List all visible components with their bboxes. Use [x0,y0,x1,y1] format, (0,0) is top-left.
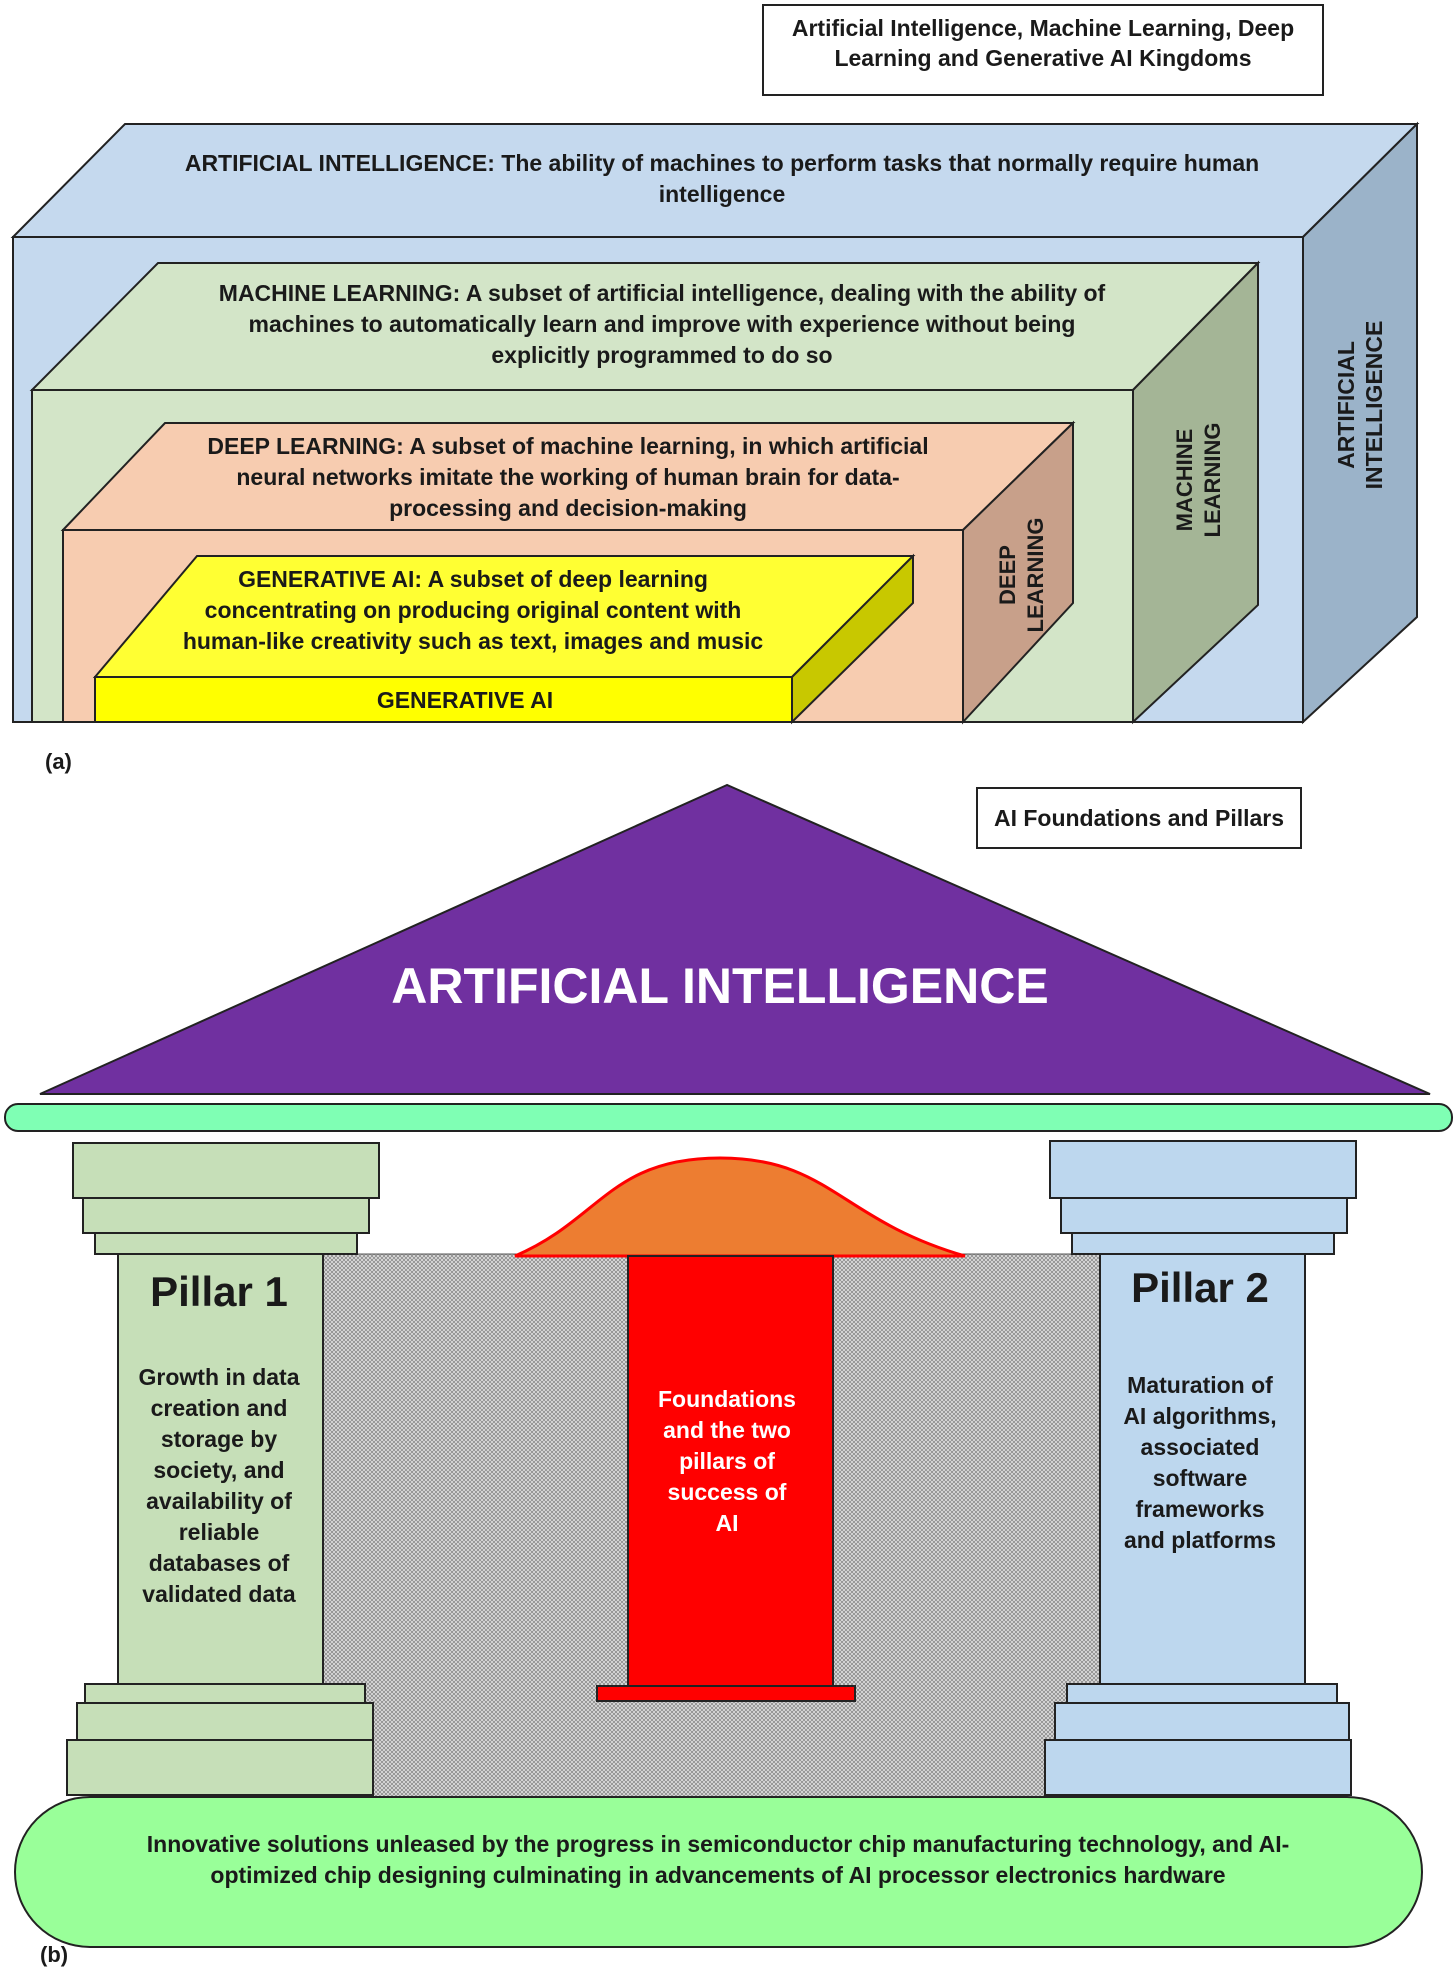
dl-side-label: DEEP LEARNING [995,518,1048,633]
pillar-2-line-5: and platforms [1124,1527,1276,1553]
pillar-1-line-2: storage by [161,1426,278,1452]
genai-box: GENERATIVE AI: A subset of deep learning… [92,553,916,725]
ai-box-side [1302,121,1418,725]
panel-b-label: (b) [40,1942,68,1967]
pillar-1-shaft [117,1253,324,1685]
ml-side-label: MACHINE LEARNING [1172,423,1225,538]
pillar-1: Pillar 1 Growth in data creation and sto… [66,1142,380,1796]
pillar-1-capital-top [72,1142,380,1199]
foundation-line2: optimized chip designing culminating in … [210,1862,1225,1888]
pillar-2-capital-bottom [1071,1232,1335,1255]
pillar-1-capital-mid [82,1197,370,1234]
genai-top-line2: concentrating on producing original cont… [205,597,742,623]
dl-top-line2: neural networks imitate the working of h… [236,464,899,490]
center-column-base [596,1685,856,1702]
pillar-2-line-3: software [1153,1465,1248,1491]
foundation-base [14,1796,1423,1948]
dl-top-line1: DEEP LEARNING: A subset of machine learn… [207,433,928,459]
pillar-2-base-mid [1054,1702,1350,1741]
pillar-1-base-top [84,1683,366,1704]
pillar-2-line-0: Maturation of [1127,1372,1273,1398]
panel-a: Artificial Intelligence, Machine Learnin… [10,4,1420,774]
foundation-line1: Innovative solutions unleased by the pro… [147,1831,1290,1857]
panel-a-title-line1: Artificial Intelligence, Machine Learnin… [792,15,1294,41]
ai-side-label: ARTIFICIAL INTELLIGENCE [1333,321,1387,490]
ai-top-line1: ARTIFICIAL INTELLIGENCE: The ability of … [185,150,1259,176]
pillar-2-base-bottom [1044,1739,1352,1796]
ai-side-line1: ARTIFICIAL [1333,341,1359,469]
center-line-0: Foundations [658,1386,796,1412]
pillar-1-line-1: creation and [151,1395,288,1421]
genai-box-side [791,553,914,725]
ml-side-line2: LEARNING [1200,423,1225,538]
pillar-1-line-7: validated data [142,1581,296,1607]
pillar-2-line-1: AI algorithms, [1123,1403,1276,1429]
ml-top-line2: machines to automatically learn and impr… [249,311,1076,337]
center-line-1: and the two [663,1417,791,1443]
pillar-1-line-5: reliable [179,1519,260,1545]
panel-b-title-box [976,787,1302,849]
center-column [627,1255,834,1687]
pillar-2-shaft [1099,1253,1306,1685]
pillar-2: Pillar 2 Maturation of AI algorithms, as… [1044,1140,1357,1796]
genai-top-line3: human-like creativity such as text, imag… [183,628,764,654]
dl-box-side [962,420,1074,725]
pillar-2-base-top [1066,1683,1338,1704]
roof-beam [4,1103,1453,1132]
dl-side-line1: DEEP [995,545,1020,605]
panel-a-title-line2: Learning and Generative AI Kingdoms [834,45,1251,71]
ml-box-side [1132,260,1259,725]
center-line-3: success of [668,1479,787,1505]
center-line-4: AI [716,1510,739,1536]
ml-top-line3: explicitly programmed to do so [491,342,832,368]
genai-front-label: GENERATIVE AI [377,687,553,713]
center-line-2: pillars of [679,1448,775,1474]
pillar-1-capital-bottom [94,1232,358,1255]
dl-top-line3: processing and decision-making [389,495,747,521]
pillar-2-heading: Pillar 2 [1131,1264,1269,1311]
pillar-1-heading: Pillar 1 [150,1268,288,1315]
bell-curve [514,1156,966,1258]
pillar-1-base-mid [76,1702,374,1741]
roof-text: ARTIFICIAL INTELLIGENCE [391,958,1048,1014]
ai-side-line2: INTELLIGENCE [1361,321,1387,490]
roof-triangle [39,783,1431,1095]
pillar-2-line-4: frameworks [1135,1496,1264,1522]
pillar-1-line-0: Growth in data [139,1364,300,1390]
ml-top-line1: MACHINE LEARNING: A subset of artificial… [219,280,1106,306]
pillar-1-line-6: databases of [149,1550,290,1576]
panel-b: AI Foundations and Pillars ARTIFICIAL IN… [4,783,1453,1967]
pillar-1-line-3: society, and [153,1457,284,1483]
pillar-2-line-2: associated [1141,1434,1260,1460]
pillar-1-base-bottom [66,1739,374,1796]
dl-side-line2: LEARNING [1023,518,1048,633]
panel-a-title-box [762,4,1324,96]
pillar-2-capital-mid [1060,1197,1348,1234]
genai-top-line1: GENERATIVE AI: A subset of deep learning [238,566,708,592]
ml-side-line1: MACHINE [1172,429,1197,532]
pillar-1-line-4: availability of [146,1488,292,1514]
panel-b-title: AI Foundations and Pillars [994,805,1284,831]
ai-top-line2: intelligence [659,181,786,207]
panel-a-label: (a) [45,749,72,774]
pillar-2-capital-top [1049,1140,1357,1199]
